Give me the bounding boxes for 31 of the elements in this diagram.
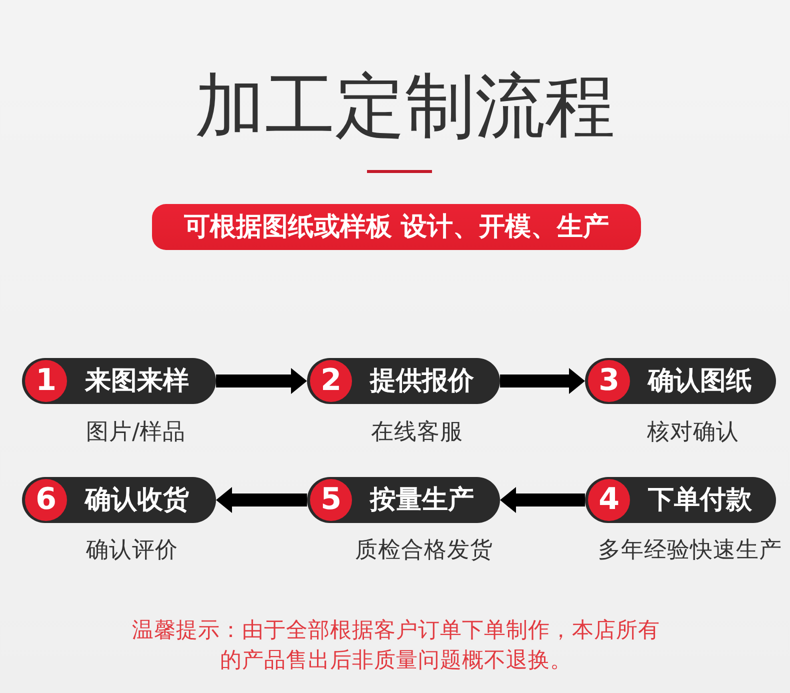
step-pill <box>22 477 216 523</box>
step-label: 来图来样 <box>85 365 189 398</box>
banner: 可根据图纸或样板 设计、开模、生产 <box>152 204 641 250</box>
step-pill <box>585 358 776 404</box>
step-label: 提供报价 <box>370 365 474 398</box>
step-note: 在线客服 <box>371 418 463 447</box>
step-note: 多年经验快速生产 <box>598 536 782 565</box>
step-label: 下单付款 <box>648 484 752 517</box>
number-circle: 2 <box>310 360 352 402</box>
step-pill <box>307 358 500 404</box>
number-circle: 5 <box>310 479 352 521</box>
arrow <box>216 487 307 513</box>
step-label: 确认收货 <box>85 484 189 517</box>
number-circle: 6 <box>25 479 67 521</box>
number-circle: 1 <box>25 360 67 402</box>
step-label: 确认图纸 <box>648 365 752 398</box>
step-label: 按量生产 <box>370 484 474 517</box>
step-note: 核对确认 <box>647 418 739 447</box>
step-pill <box>585 477 776 523</box>
step-pill <box>307 477 500 523</box>
step-note: 图片/样品 <box>86 418 186 447</box>
step-pill <box>22 358 216 404</box>
arrow <box>216 368 307 394</box>
step-note: 质检合格发货 <box>355 536 493 565</box>
step-note: 确认评价 <box>86 536 178 565</box>
arrow <box>500 487 585 513</box>
arrow <box>500 368 585 394</box>
title: 加工定制流程 <box>195 64 615 148</box>
notice-text: 温馨提示：由于全部根据客户订单下单制作，本店所有的产品售出后非质量问题概不退换。 <box>131 617 661 675</box>
number-circle: 4 <box>588 479 630 521</box>
number-circle: 3 <box>588 360 630 402</box>
